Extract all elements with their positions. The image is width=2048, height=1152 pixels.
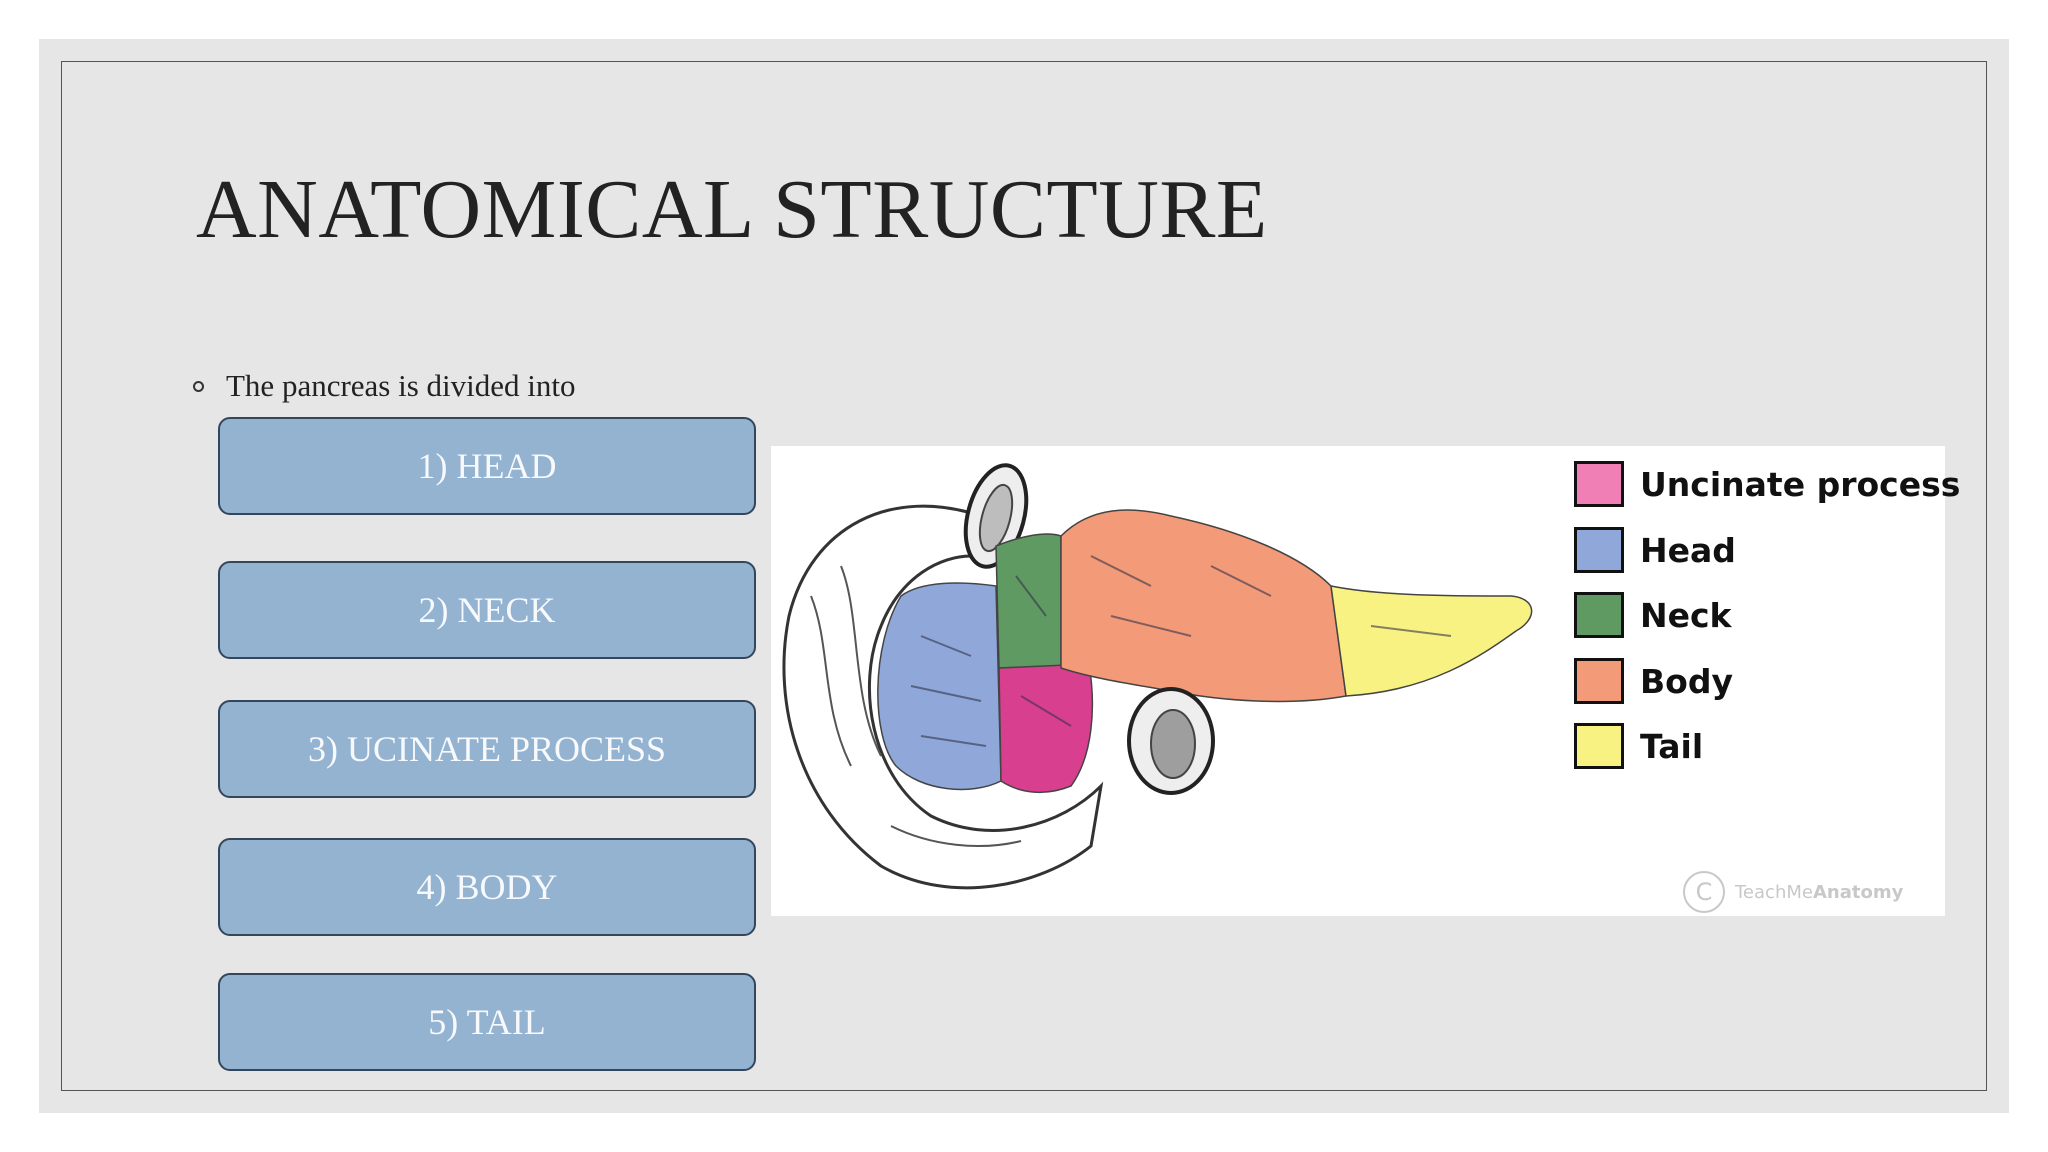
part-box-body: 4) BODY xyxy=(218,838,756,936)
legend-item-body: Body xyxy=(1574,655,1733,707)
neck-region xyxy=(995,533,1062,669)
legend-item-head: Head xyxy=(1574,524,1736,576)
legend-swatch-head xyxy=(1574,527,1624,573)
part-box-neck: 2) NECK xyxy=(218,561,756,659)
watermark-text-bold: Anatomy xyxy=(1812,881,1904,903)
part-box-head: 1) HEAD xyxy=(218,417,756,515)
pancreas-illustration xyxy=(782,463,1533,890)
bullet-item: The pancreas is divided into xyxy=(193,366,576,406)
tail-region xyxy=(1330,585,1533,697)
legend-swatch-uncinate xyxy=(1574,461,1624,507)
legend-swatch-body xyxy=(1574,658,1624,704)
legend-item-tail: Tail xyxy=(1574,720,1703,772)
legend-label-body: Body xyxy=(1640,661,1733,701)
legend-item-neck: Neck xyxy=(1574,589,1732,641)
bullet-text: The pancreas is divided into xyxy=(226,368,576,403)
duodenum-shape xyxy=(782,504,1104,890)
legend-label-head: Head xyxy=(1640,530,1736,570)
head-region xyxy=(877,582,1002,791)
part-box-uncinate-process: 3) UCINATE PROCESS xyxy=(218,700,756,798)
legend-label-neck: Neck xyxy=(1640,595,1732,635)
slide-title: ANATOMICAL STRUCTURE xyxy=(196,163,1268,256)
body-region xyxy=(1060,509,1347,703)
legend-swatch-tail xyxy=(1574,723,1624,769)
slide-frame xyxy=(61,61,1987,1091)
legend-label-tail: Tail xyxy=(1640,726,1704,766)
legend-label-uncinate: Uncinate process xyxy=(1640,464,1961,504)
legend-item-uncinate: Uncinate process xyxy=(1574,458,1960,510)
part-box-tail: 5) TAIL xyxy=(218,973,756,1071)
watermark-text-light: TeachMe xyxy=(1735,881,1813,903)
uncinate-region xyxy=(998,663,1094,794)
copyright-icon: C xyxy=(1683,871,1725,913)
legend-swatch-neck xyxy=(1574,592,1624,638)
pancreas-figure: Uncinate process Head Neck Body Tail C T… xyxy=(771,446,1960,916)
bullet-marker-icon xyxy=(193,380,204,392)
